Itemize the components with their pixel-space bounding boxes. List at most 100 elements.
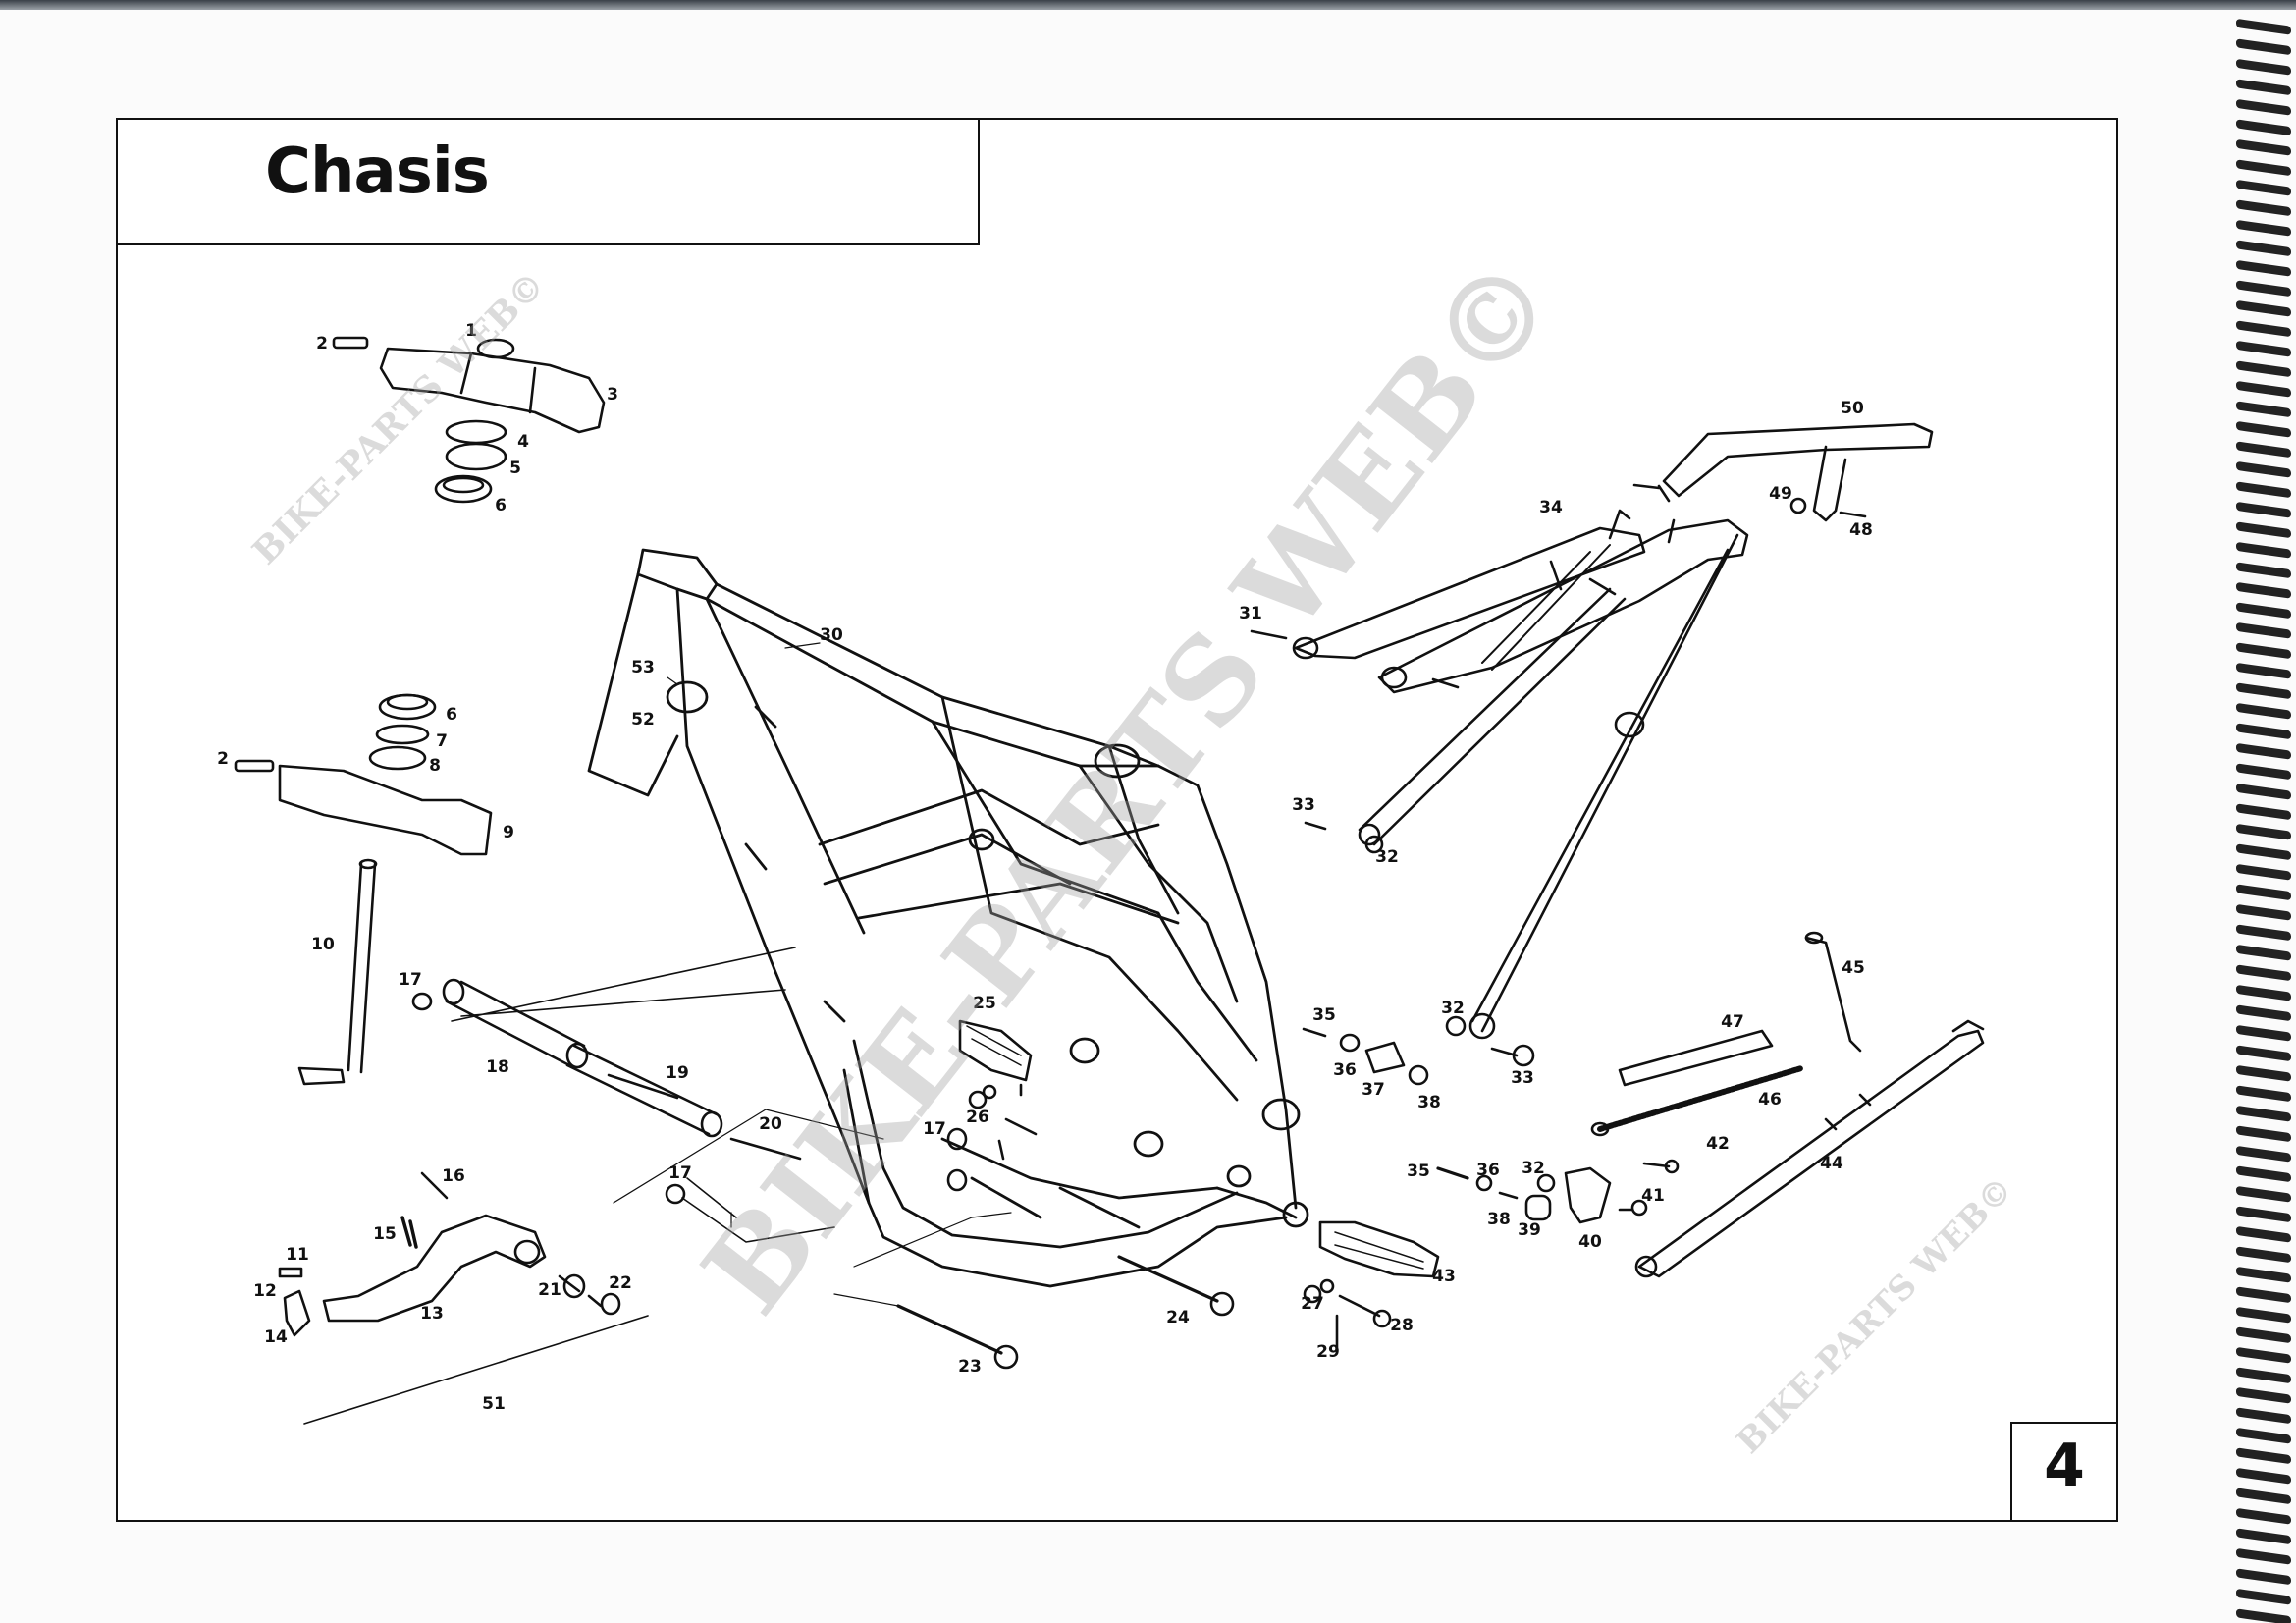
footpeg-right — [1318, 1220, 1440, 1278]
spiral-coil — [2236, 1004, 2291, 1021]
spiral-coil — [2236, 964, 2291, 981]
part-label: 21 — [538, 1280, 561, 1300]
spiral-coil — [2236, 38, 2291, 55]
spiral-coil — [2236, 803, 2291, 820]
part-label: 43 — [1432, 1267, 1456, 1286]
spiral-coil — [2236, 924, 2291, 941]
top-triple-clamp — [332, 336, 606, 434]
spiral-coil — [2236, 985, 2291, 1001]
part-label: 38 — [1417, 1093, 1441, 1112]
rod-47 — [1618, 1029, 1774, 1087]
spiral-coil — [2236, 904, 2291, 921]
part-label: 38 — [1487, 1210, 1511, 1229]
spiral-coil — [2236, 79, 2291, 95]
part-label: 51 — [482, 1394, 506, 1414]
part-label: 17 — [668, 1163, 692, 1183]
part-label: 33 — [1511, 1068, 1534, 1088]
bearing-4 — [445, 419, 507, 445]
spiral-coil — [2236, 441, 2291, 458]
spiral-coil — [2236, 542, 2291, 559]
bearing-5 — [445, 442, 507, 471]
part-label: 16 — [442, 1166, 465, 1186]
part-label: 10 — [311, 935, 335, 954]
part-label: 35 — [1312, 1005, 1336, 1025]
part-label: 30 — [820, 625, 843, 645]
spiral-coil — [2236, 280, 2291, 297]
part-label: 27 — [1301, 1294, 1324, 1314]
spiral-coil — [2236, 763, 2291, 780]
spiral-coil — [2236, 119, 2291, 135]
spiral-coil — [2236, 843, 2291, 860]
part-label: 8 — [429, 756, 441, 776]
spiral-coil — [2236, 864, 2291, 881]
part-label: 2 — [316, 334, 328, 353]
part-label: 41 — [1641, 1186, 1665, 1206]
spiral-coil — [2236, 1267, 2291, 1283]
part-label: 49 — [1769, 484, 1792, 504]
spiral-coil — [2236, 19, 2291, 35]
part-label: 13 — [420, 1304, 444, 1324]
spiral-coil — [2236, 1165, 2291, 1182]
part-label: 22 — [609, 1273, 632, 1293]
spiral-coil — [2236, 1347, 2291, 1364]
grab-handle — [1657, 422, 1934, 522]
spiral-coil — [2236, 1106, 2291, 1122]
spiral-coil — [2236, 461, 2291, 478]
part-label: 47 — [1721, 1012, 1744, 1032]
spiral-coil — [2236, 180, 2291, 196]
spiral-coil — [2236, 1206, 2291, 1222]
spiral-coil — [2236, 139, 2291, 156]
part-label: 4 — [517, 432, 529, 452]
title-box — [116, 118, 980, 245]
part-label: 32 — [1441, 999, 1465, 1018]
spiral-coil — [2236, 260, 2291, 277]
part-label: 20 — [759, 1114, 782, 1134]
spiral-coil — [2236, 401, 2291, 417]
spiral-coil — [2236, 199, 2291, 216]
steering-stem — [347, 862, 377, 1074]
footpeg-left — [958, 1019, 1033, 1097]
bearing-6 — [434, 474, 493, 504]
part-label: 5 — [509, 459, 521, 478]
spiral-coil — [2236, 1468, 2291, 1485]
spiral-coil — [2236, 582, 2291, 599]
spiral-coil — [2236, 481, 2291, 498]
part-label: 26 — [966, 1108, 989, 1127]
spiral-coil — [2236, 1488, 2291, 1504]
spiral-coil — [2236, 1589, 2291, 1605]
spiral-coil — [2236, 1407, 2291, 1424]
part-label: 37 — [1362, 1080, 1385, 1100]
spiral-coil — [2236, 1528, 2291, 1544]
spiral-coil — [2236, 1286, 2291, 1303]
part-label: 52 — [631, 710, 655, 730]
part-label: 48 — [1849, 520, 1873, 540]
part-label: 15 — [373, 1224, 397, 1244]
spiral-coil — [2236, 360, 2291, 377]
page-number-box — [2010, 1422, 2118, 1522]
spiral-coil — [2236, 300, 2291, 317]
spiral-coil — [2236, 1367, 2291, 1383]
page-number: 4 — [2044, 1432, 2085, 1500]
part-label: 24 — [1166, 1308, 1190, 1327]
part-label: 17 — [399, 970, 422, 990]
spiral-coil — [2236, 1307, 2291, 1324]
brake-pedal — [278, 1171, 547, 1337]
rear-subframe — [1292, 509, 1749, 1040]
main-frame — [587, 548, 1309, 1288]
part-label: 31 — [1239, 604, 1262, 623]
part-label: 42 — [1706, 1134, 1730, 1154]
spiral-coil — [2236, 1186, 2291, 1203]
part-label: 6 — [446, 705, 457, 725]
spiral-coil — [2236, 1226, 2291, 1243]
spiral-binding — [2236, 19, 2291, 1623]
sidestand — [1637, 1029, 1985, 1278]
part-label: 36 — [1476, 1161, 1500, 1180]
spiral-coil — [2236, 884, 2291, 900]
spring-46 — [1597, 1065, 1804, 1132]
spiral-coil — [2236, 381, 2291, 398]
part-label: 32 — [1522, 1159, 1545, 1178]
part-label: 17 — [923, 1119, 946, 1139]
spiral-coil — [2236, 824, 2291, 840]
part-label: 23 — [958, 1357, 982, 1377]
spiral-coil — [2236, 562, 2291, 578]
